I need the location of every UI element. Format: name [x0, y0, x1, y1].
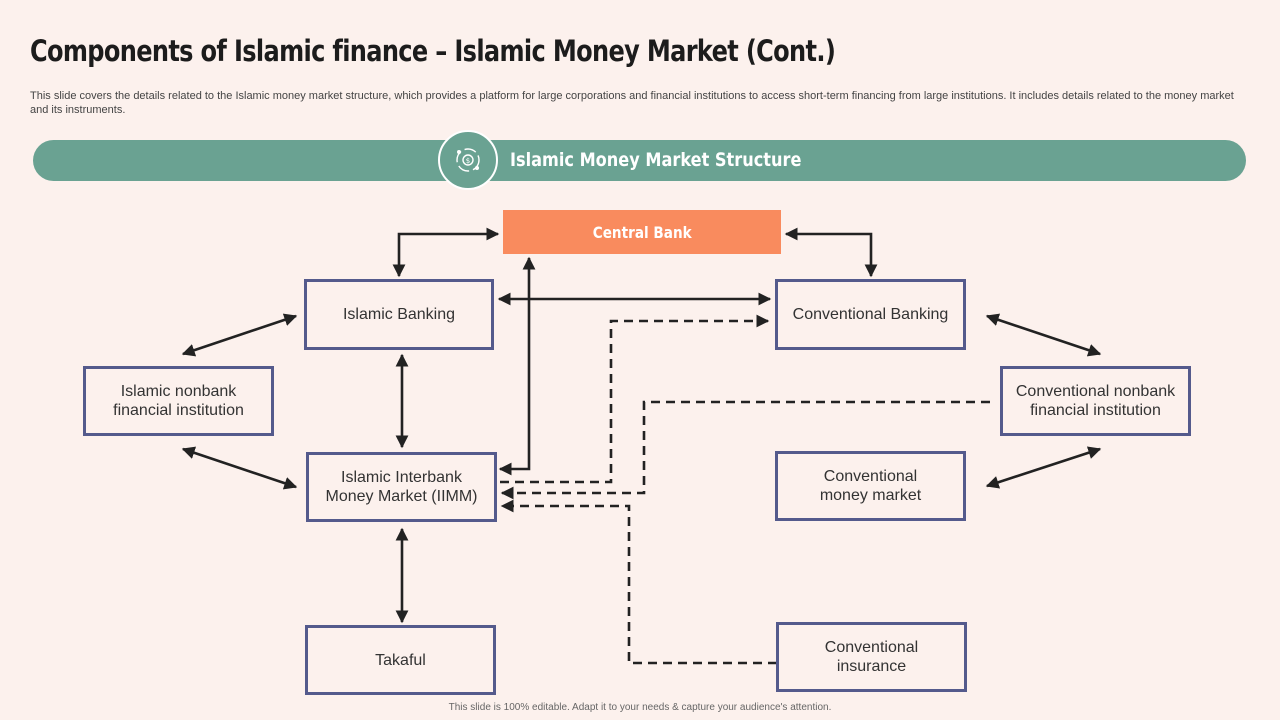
dashed-conventional-insurance-iimm [500, 499, 777, 665]
conventional-money-market-box: Conventional money market [775, 451, 966, 521]
footer-note: This slide is 100% editable. Adapt it to… [448, 702, 832, 713]
dashed-iimm-conventional-banking [500, 314, 770, 484]
banner-icon-circle: $ [438, 130, 498, 190]
islamic-banking-box: Islamic Banking [304, 279, 494, 350]
arrow-conventional-banking-central [784, 227, 878, 278]
slide-description: This slide covers the details related to… [30, 90, 1234, 116]
money-cycle-icon: $ [456, 148, 480, 172]
arrow-conventional-mm-nonbank [985, 446, 1102, 489]
svg-text:$: $ [466, 157, 470, 165]
iimm-box: Islamic Interbank Money Market (IIMM) [306, 452, 497, 522]
central-bank-box: Central Bank [503, 210, 781, 254]
dashed-conventional-nonbank-iimm [500, 400, 990, 500]
arrow-conventional-banking-nonbank [985, 313, 1102, 357]
banner-title: Islamic Money Market Structure [510, 149, 802, 171]
section-banner [33, 140, 1246, 181]
conventional-insurance-box: Conventional insurance [776, 622, 967, 692]
arrow-iimm-central [498, 256, 536, 476]
page-title: Components of Islamic finance – Islamic … [30, 34, 836, 68]
islamic-nonbank-box: Islamic nonbank financial institution [83, 366, 274, 436]
arrow-islamic-nonbank-banking [181, 313, 298, 357]
arrow-islamic-banking-central [392, 227, 500, 278]
takaful-box: Takaful [305, 625, 496, 695]
conventional-nonbank-box: Conventional nonbank financial instituti… [1000, 366, 1191, 436]
conventional-banking-box: Conventional Banking [775, 279, 966, 350]
central-bank-label: Central Bank [592, 222, 692, 242]
arrow-islamic-nonbank-iimm [181, 446, 298, 490]
